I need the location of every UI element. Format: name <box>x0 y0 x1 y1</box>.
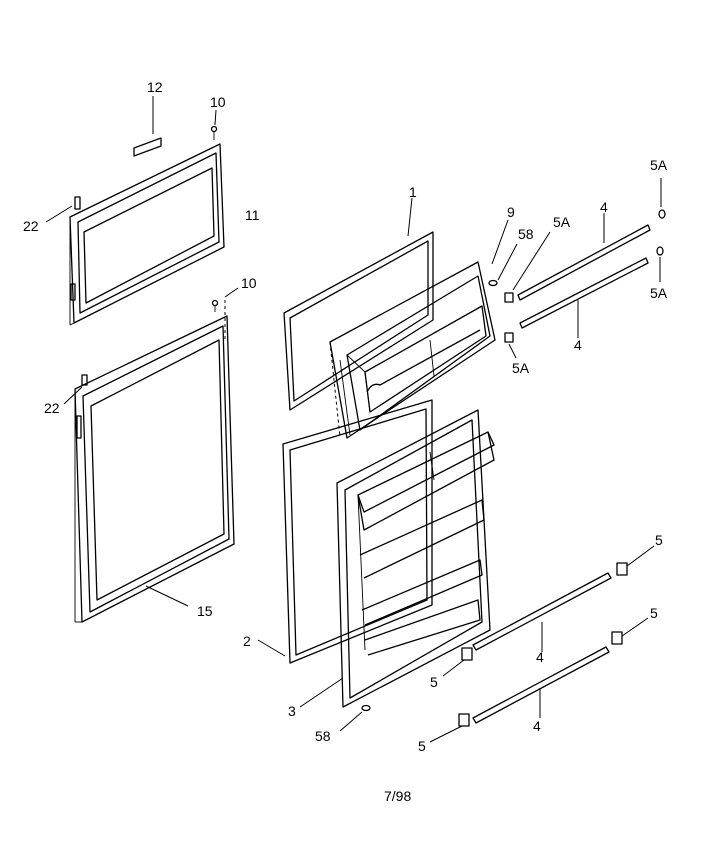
part-22-hinge-pin-top <box>45 196 81 223</box>
label-22-top: 22 <box>23 218 39 234</box>
part-4-shelf-bar-lower-a <box>472 572 612 652</box>
part-12-nameplate <box>133 96 162 157</box>
label-22-mid: 22 <box>44 400 60 416</box>
part-22-hinge-pin-mid <box>63 374 88 405</box>
revision-date: 7/98 <box>384 788 412 804</box>
label-5A-b: 5A <box>650 157 668 173</box>
part-5A-end-cap-d <box>504 332 517 359</box>
part-3-lower-inner-door-liner <box>299 409 495 708</box>
label-3: 3 <box>288 703 296 719</box>
label-5A-a: 5A <box>553 214 571 230</box>
label-10-top: 10 <box>210 94 226 110</box>
label-5-c: 5 <box>430 674 438 690</box>
label-5-d: 5 <box>418 738 426 754</box>
part-10-screw-mid <box>211 287 239 312</box>
label-11: 11 <box>245 207 260 223</box>
part-11-upper-door-frame <box>69 143 226 340</box>
part-5-end-cap-c <box>611 617 649 645</box>
part-5-end-cap-a <box>616 545 655 576</box>
upper-inner-door-liner <box>329 219 509 439</box>
label-5-a: 5 <box>655 532 663 548</box>
part-58-screw-bottom <box>339 704 371 732</box>
part-5A-end-cap-a <box>504 231 551 303</box>
label-4-c: 4 <box>536 649 544 665</box>
part-5A-end-cap-b <box>658 178 666 219</box>
part-5-end-cap-d <box>429 713 470 743</box>
label-1: 1 <box>409 184 417 200</box>
part-10-screw-top <box>210 109 218 140</box>
label-5A-d: 5A <box>512 360 530 376</box>
label-10-mid: 10 <box>241 275 257 291</box>
label-12: 12 <box>147 79 163 95</box>
part-5A-end-cap-c <box>656 246 664 282</box>
part-4-shelf-bar-upper-a <box>517 213 651 301</box>
label-58-bottom: 58 <box>315 728 331 744</box>
part-58-screw-top <box>488 243 518 287</box>
label-4-a: 4 <box>600 199 608 215</box>
part-15-lower-door-frame <box>74 315 235 623</box>
label-5-b: 5 <box>650 605 658 621</box>
label-5A-c: 5A <box>650 285 668 301</box>
label-4-d: 4 <box>533 718 541 734</box>
part-2-lower-gasket <box>257 399 433 664</box>
part-1-upper-gasket <box>283 197 434 411</box>
part-4-shelf-bar-lower-b <box>472 646 610 724</box>
part-4-shelf-bar-upper-b <box>519 257 649 338</box>
label-4-b: 4 <box>574 337 582 353</box>
label-15: 15 <box>197 603 213 619</box>
label-2: 2 <box>243 633 251 649</box>
part-5-end-cap-b <box>442 647 473 677</box>
label-9: 9 <box>507 204 515 220</box>
label-58-top: 58 <box>518 226 534 242</box>
